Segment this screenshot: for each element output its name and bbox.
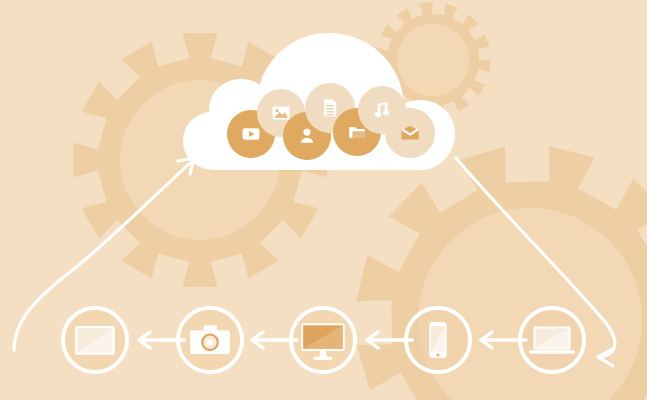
document-glyph [324,99,337,117]
laptop-glyph [528,326,576,354]
arrow-laptop-to-smartphone [479,330,528,350]
arrow-upload-to-cloud [12,161,192,352]
flow-arrows-layer [12,156,617,368]
arrow-smartphone-to-desktop [365,330,414,350]
gear-small-top-right-hub [397,24,469,96]
play-glyph [242,128,260,140]
cloud-layer: VideoPhotosContactsDocumentsFilesMusicMa… [183,33,455,170]
device-tablet[interactable]: Tablet [61,306,129,374]
monitor-glyph [301,323,345,360]
tablet-glyph [75,325,115,355]
arrow-smartphone-to-desktop-head [365,330,380,350]
camera-glyph [190,325,230,355]
connector-arrows-layer [137,330,528,350]
arrow-download-from-cloud-head [596,346,616,368]
device-smartphone[interactable]: Smartphone [404,306,472,374]
music-glyph [374,101,389,118]
smartphone-glyph [429,322,447,358]
arrow-desktop-to-camera-head [250,330,265,350]
arrow-camera-to-tablet-head [137,330,152,350]
arrow-camera-to-tablet [137,330,186,350]
device-camera[interactable]: Camera [176,306,244,374]
mail-icon[interactable]: Mail [385,108,435,158]
device-desktop[interactable]: Desktop [289,306,357,374]
gear-small-top-right [375,2,491,118]
arrow-download-from-cloud [454,156,617,359]
arrow-desktop-to-camera [250,330,299,350]
picture-glyph [272,106,290,120]
envelope-glyph [401,125,419,140]
gear-large-bottom-right-hub [418,208,642,400]
cloud-icons: VideoPhotosContactsDocumentsFilesMusicMa… [227,83,435,160]
folder-glyph [349,127,365,138]
arrow-laptop-to-smartphone-head [479,330,494,350]
person-glyph [300,128,314,143]
devices-layer: Tablet Camera Desktop Smartphone Laptop [61,306,586,374]
device-laptop[interactable]: Laptop [518,306,586,374]
device-tablet-ring[interactable] [61,306,129,374]
